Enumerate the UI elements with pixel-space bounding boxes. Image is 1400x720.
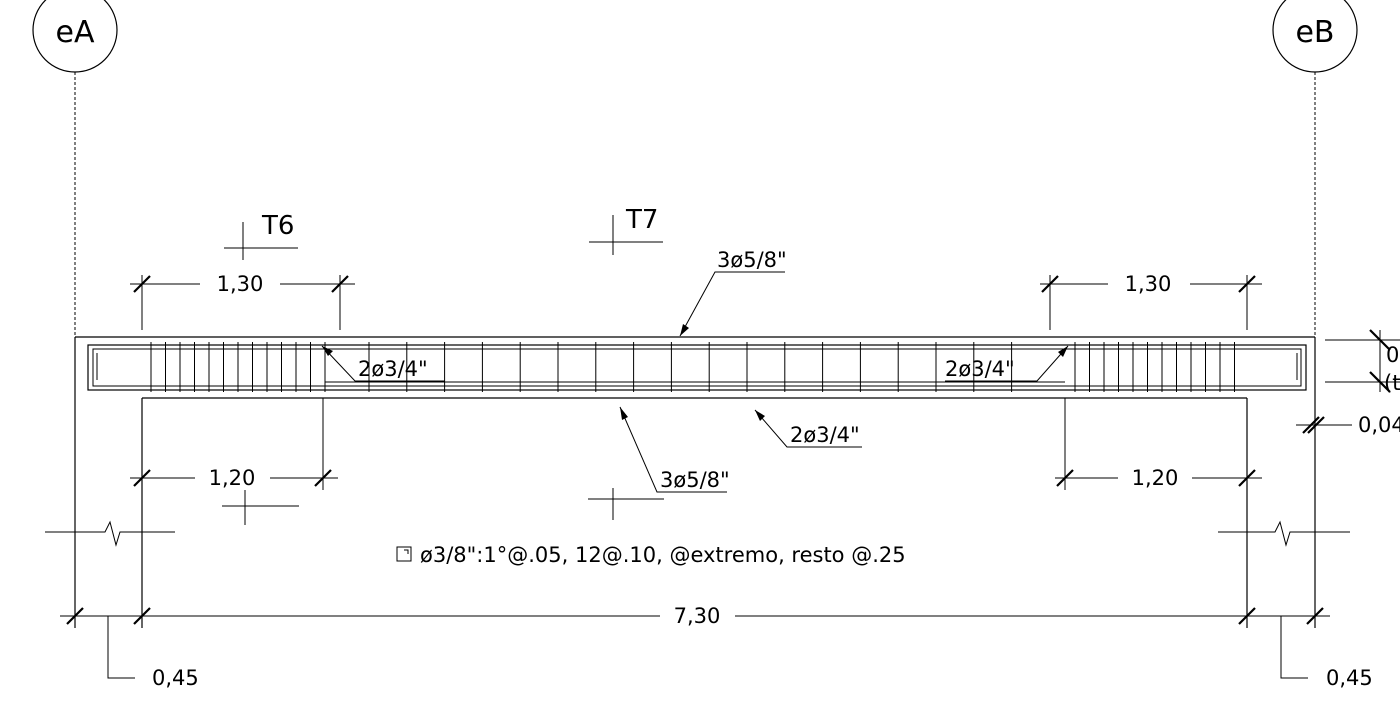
dimension-bottom-right-label: 1,20 bbox=[1132, 466, 1179, 490]
dimension-right-offset-label: 0,04 bbox=[1358, 413, 1400, 437]
callout-top-extra-right: 2ø3/4" bbox=[945, 345, 1069, 382]
dimension-top-left-label: 1,30 bbox=[217, 272, 264, 296]
section-marker-bottom-left bbox=[222, 490, 299, 525]
callout-bottom-extra-label: 2ø3/4" bbox=[790, 423, 860, 447]
dimension-top-right-label: 1,30 bbox=[1125, 272, 1172, 296]
section-marker-bottom-middle bbox=[588, 488, 664, 520]
callout-top-extra-right-label: 2ø3/4" bbox=[945, 357, 1015, 381]
stirrup-note: ø3/8":1°@.05, 12@.10, @extremo, resto @.… bbox=[396, 543, 906, 567]
stirrup-note-text: ø3/8":1°@.05, 12@.10, @extremo, resto @.… bbox=[420, 543, 906, 567]
dimension-right-height-sublabel: (t bbox=[1384, 371, 1400, 395]
callout-top-extra-left-label: 2ø3/4" bbox=[358, 357, 428, 381]
beam-outline bbox=[75, 336, 1315, 399]
callout-top-main-label: 3ø5/8" bbox=[717, 248, 787, 272]
callout-top-extra-left: 2ø3/4" bbox=[321, 345, 445, 382]
dimension-right-height-label: 0 bbox=[1386, 343, 1399, 367]
dimension-support-right: 0,45 bbox=[1280, 616, 1373, 690]
support-right bbox=[1218, 337, 1350, 628]
dimension-span: 7,30 bbox=[60, 604, 1330, 628]
dimension-bottom-right: 1,20 bbox=[1055, 398, 1262, 490]
section-marker-t7: T7 bbox=[589, 205, 663, 255]
section-label-t6: T6 bbox=[261, 211, 294, 241]
stirrup-symbol-icon bbox=[396, 546, 412, 562]
dimension-top-left: 1,30 bbox=[130, 272, 355, 330]
section-marker-t6: T6 bbox=[224, 211, 298, 260]
dimension-span-label: 7,30 bbox=[674, 604, 721, 628]
axis-bubble-left: eA bbox=[32, 0, 118, 73]
axis-bubble-right: eB bbox=[1272, 0, 1358, 73]
dimension-top-right: 1,30 bbox=[1040, 272, 1262, 330]
axis-label-left: eA bbox=[56, 15, 95, 50]
support-left bbox=[45, 337, 175, 628]
dimension-support-left: 0,45 bbox=[107, 616, 199, 690]
dimension-support-left-label: 0,45 bbox=[152, 666, 199, 690]
callout-bottom-main: 3ø5/8" bbox=[619, 406, 730, 493]
dimension-bottom-left: 1,20 bbox=[130, 398, 338, 490]
rebar-cage bbox=[87, 344, 1307, 391]
callout-top-main: 3ø5/8" bbox=[679, 248, 787, 337]
dimension-bottom-left-label: 1,20 bbox=[209, 466, 256, 490]
dimension-right-height: 0 (t bbox=[1325, 329, 1400, 395]
callout-bottom-main-label: 3ø5/8" bbox=[660, 468, 730, 492]
callout-bottom-extra: 2ø3/4" bbox=[754, 409, 862, 448]
dimension-right-offset: 0,04 bbox=[1296, 413, 1400, 437]
dimension-support-right-label: 0,45 bbox=[1326, 666, 1373, 690]
axis-label-right: eB bbox=[1295, 15, 1334, 50]
section-label-t7: T7 bbox=[625, 205, 658, 235]
